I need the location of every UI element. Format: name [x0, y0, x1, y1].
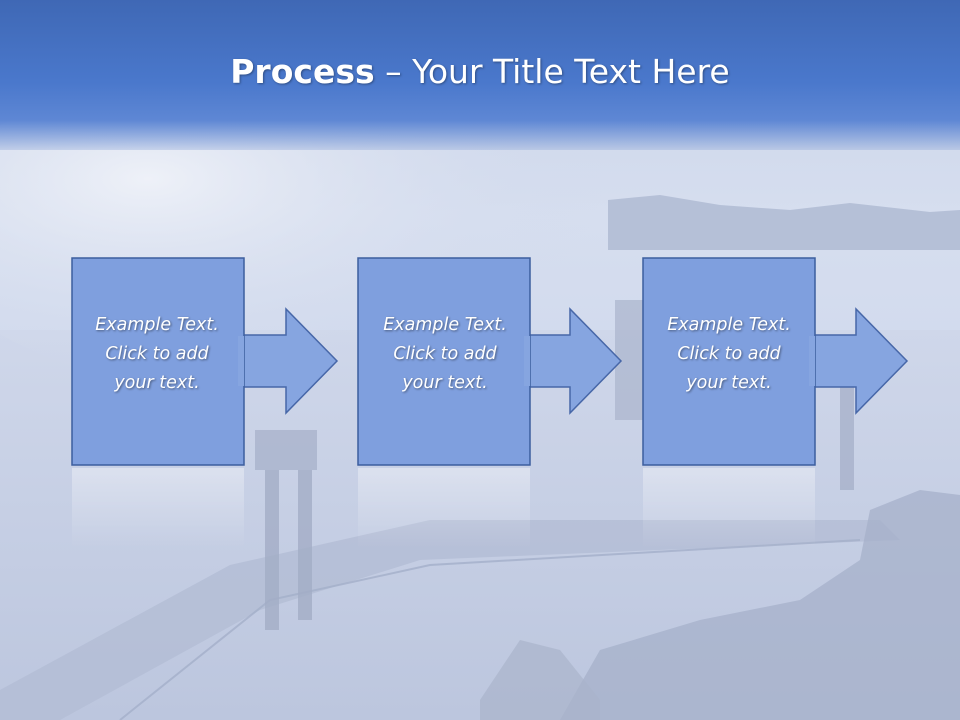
step-2-box[interactable]: [357, 257, 531, 466]
title-rest: – Your Title Text Here: [374, 52, 730, 91]
title-bold: Process: [230, 52, 375, 91]
step-3-line-1: Example Text.: [667, 315, 791, 335]
step-3-line-2: Click to add: [677, 344, 781, 364]
step-2-line-2: Click to add: [393, 344, 497, 364]
step-2-text[interactable]: Example Text. Click to add your text.: [359, 311, 531, 398]
step-2-reflection: [358, 468, 530, 548]
step-1-line-3: your text.: [114, 373, 200, 393]
step-2-line-1: Example Text.: [383, 315, 507, 335]
step-1-arrow-icon[interactable]: [241, 307, 339, 415]
step-1-line-2: Click to add: [105, 344, 209, 364]
step-2-line-3: your text.: [402, 373, 488, 393]
title-band: [0, 0, 960, 150]
step-3-arrow-icon[interactable]: [812, 307, 909, 415]
step-1-box[interactable]: [71, 257, 245, 466]
step-3-line-3: your text.: [686, 373, 772, 393]
step-3-text[interactable]: Example Text. Click to add your text.: [643, 311, 815, 398]
step-3-box[interactable]: [642, 257, 816, 466]
step-1-line-1: Example Text.: [95, 315, 219, 335]
slide-title[interactable]: Process – Your Title Text Here: [0, 52, 960, 91]
step-3-reflection: [643, 468, 815, 548]
step-2-arrow-icon[interactable]: [527, 307, 623, 415]
step-1-reflection: [72, 468, 244, 548]
step-1-text[interactable]: Example Text. Click to add your text.: [71, 311, 243, 398]
